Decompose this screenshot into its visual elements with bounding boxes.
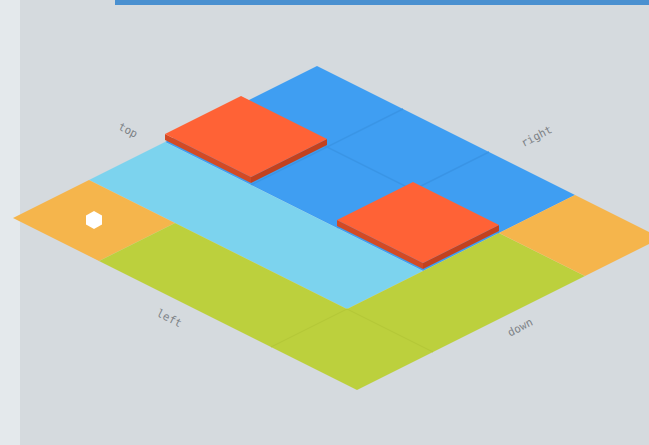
block-top <box>337 182 499 263</box>
top-bar <box>115 0 649 5</box>
block-top <box>165 96 327 177</box>
player-marker <box>86 211 102 229</box>
side-strip <box>0 0 20 445</box>
grid-lines <box>271 309 433 352</box>
goal-tile <box>499 195 649 276</box>
green-area <box>99 223 585 390</box>
